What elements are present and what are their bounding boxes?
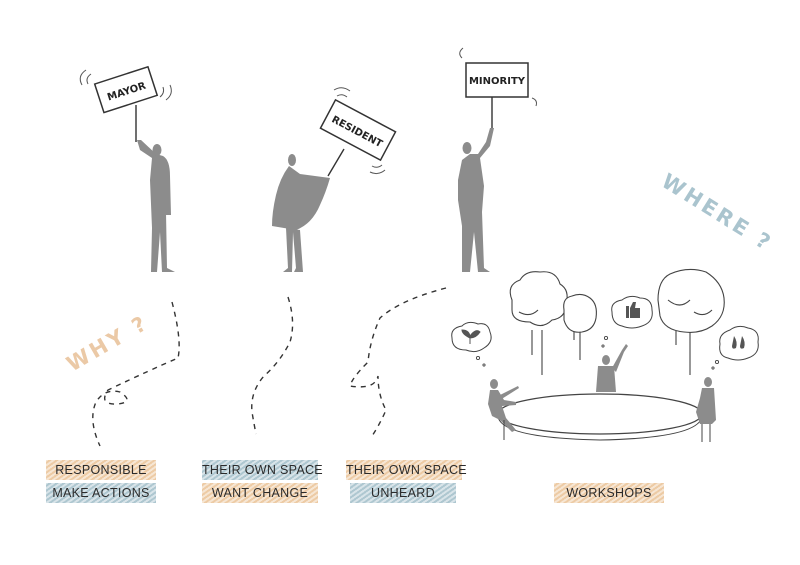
seedling-thought-icon: [451, 321, 492, 367]
resident-sign: RESIDENT: [319, 98, 397, 162]
tag-their-own-space-resident: THEIR OWN SPACE: [202, 460, 323, 480]
tag-responsible: RESPONSIBLE: [46, 460, 156, 480]
workshop-table: [497, 393, 703, 435]
pears-thought-icon: [711, 325, 759, 370]
tree-icon: [657, 268, 725, 375]
minority-sign: MINORITY: [465, 62, 529, 98]
tag-make-actions: MAKE ACTIONS: [46, 483, 156, 503]
workshop-person: [596, 344, 628, 392]
workshop-person: [488, 379, 519, 440]
tag-unheard: UNHEARD: [350, 483, 456, 503]
thumbs-up-thought-icon: [601, 295, 653, 348]
minority-figure: MINORITY: [458, 47, 537, 272]
mayor-figure: MAYOR: [79, 65, 175, 272]
tree-icon: [509, 271, 568, 375]
tag-workshops: WORKSHOPS: [554, 483, 664, 503]
workshop-person: [696, 377, 716, 442]
mayor-sign: MAYOR: [93, 65, 159, 114]
tag-want-change: WANT CHANGE: [202, 483, 318, 503]
tag-their-own-space-minority: THEIR OWN SPACE: [346, 460, 467, 480]
minority-sign-label: MINORITY: [469, 76, 526, 87]
dashed-paths: [92, 287, 447, 447]
resident-figure: RESIDENT: [272, 87, 397, 272]
workshop-scene: [451, 268, 759, 442]
where-question: WHERE ?: [657, 169, 777, 256]
why-question: WHY ?: [63, 310, 153, 376]
tree-icon: [563, 293, 597, 360]
